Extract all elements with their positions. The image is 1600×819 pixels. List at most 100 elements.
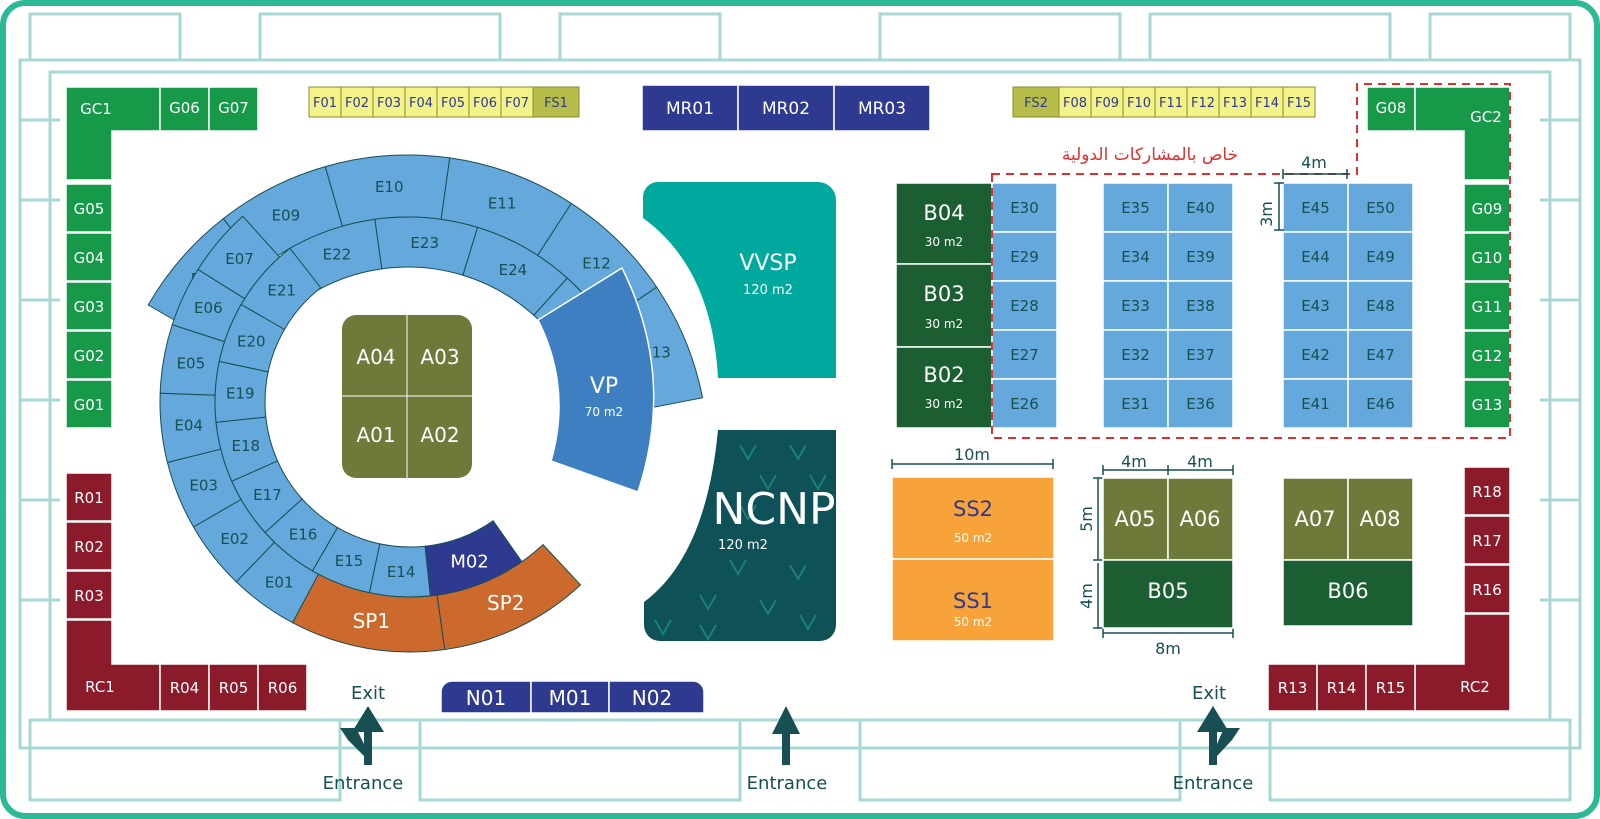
booth-e46[interactable] [1347,378,1414,429]
booth-gc2[interactable] [1414,86,1511,181]
booth-f15[interactable] [1282,86,1316,118]
booth-r02[interactable] [65,521,113,571]
booth-vvsp[interactable] [643,182,836,378]
booth-ss2[interactable] [891,476,1055,560]
booth-ncnp[interactable] [644,430,836,641]
booth-e30[interactable] [991,182,1058,233]
booth-n02[interactable] [608,680,705,714]
booth-g06[interactable] [159,86,210,132]
label-g08: G08 [1376,99,1407,117]
booth-mr02[interactable] [737,84,835,132]
label-sp2: SP2 [487,591,524,615]
booth-sp1[interactable] [291,573,446,653]
booth-e16[interactable] [264,498,339,572]
exit-arrow-icon[interactable] [1197,706,1240,765]
label-g03: G03 [74,298,105,316]
label-g07: G07 [218,99,249,117]
booth-e29[interactable] [991,231,1058,282]
booth-f06[interactable] [468,86,502,118]
booth-g02[interactable] [65,330,113,380]
booth-r05[interactable] [208,663,259,712]
booth-a05[interactable] [1102,477,1169,561]
booth-f13[interactable] [1218,86,1252,118]
booth-f08[interactable] [1058,86,1092,118]
booth-f03[interactable] [372,86,406,118]
label-f14: F14 [1255,96,1279,111]
booth-e18[interactable] [215,416,279,482]
booth-r15[interactable] [1365,663,1416,712]
label-g01: G01 [74,396,105,414]
dim-10m: 10m [954,445,990,464]
booth-r17[interactable] [1463,515,1511,565]
booth-g12[interactable] [1463,330,1511,380]
area-b03: 30 m2 [925,317,963,331]
booth-e35[interactable] [1102,182,1169,233]
booth-mr03[interactable] [833,84,931,132]
booth-e19[interactable] [214,360,269,423]
booth-e39[interactable] [1167,231,1234,282]
booth-f07[interactable] [500,86,534,118]
booth-f01[interactable] [308,86,342,118]
booth-f09[interactable] [1090,86,1124,118]
booth-e47[interactable] [1347,329,1414,380]
entrance-arrow-icon[interactable] [772,706,800,765]
booth-e26[interactable] [991,378,1058,429]
booth-e37[interactable] [1167,329,1234,380]
label-e31: E31 [1121,395,1150,413]
booth-b06[interactable] [1282,559,1414,627]
booth-ss1[interactable] [891,558,1055,642]
booth-g03[interactable] [65,281,113,331]
booth-b03[interactable] [895,263,993,348]
booth-g07[interactable] [208,86,259,132]
booth-n01[interactable] [440,680,532,714]
booth-e31[interactable] [1102,378,1169,429]
booth-vp[interactable] [537,266,655,493]
booth-r01[interactable] [65,472,113,522]
booth-e36[interactable] [1167,378,1234,429]
booth-sp2[interactable] [436,543,582,651]
booth-b05[interactable] [1102,559,1234,629]
label-e18: E18 [232,437,261,455]
booth-g05[interactable] [65,183,113,233]
label-e28: E28 [1010,297,1039,315]
booth-e27[interactable] [991,329,1058,380]
booth-f10[interactable] [1122,86,1156,118]
booth-a07[interactable] [1282,477,1349,561]
booth-fs1[interactable] [532,86,580,118]
booth-f02[interactable] [340,86,374,118]
booth-f12[interactable] [1186,86,1220,118]
booth-e28[interactable] [991,280,1058,331]
booth-g01[interactable] [65,379,113,429]
label-e33: E33 [1121,297,1150,315]
booth-b04[interactable] [895,182,993,265]
label-e15: E15 [335,552,364,570]
booth-b02[interactable] [895,346,993,429]
booth-e41[interactable] [1282,378,1349,429]
booth-m01[interactable] [530,680,610,714]
red-left: R01 R02 R03 RC1 R04 R05 R06 [65,472,308,712]
booth-e44[interactable] [1282,231,1349,282]
booth-r03[interactable] [65,570,113,620]
booth-e20[interactable] [218,303,286,373]
booth-g13[interactable] [1463,379,1511,429]
booth-r16[interactable] [1463,564,1511,614]
label-a02: A02 [420,423,459,447]
dimension-labels: 4m 3m 10m 4m 4m 5m 4m 8m [954,153,1327,658]
booth-r18[interactable] [1463,466,1511,516]
booth-e21[interactable] [240,247,322,331]
booth-e45[interactable] [1282,182,1349,233]
exit-arrow-icon[interactable] [340,706,384,765]
booth-r04[interactable] [159,663,210,712]
booth-a06[interactable] [1167,477,1234,561]
booth-e42[interactable] [1282,329,1349,380]
booth-r06[interactable] [257,663,308,712]
area-b04: 30 m2 [925,235,963,249]
exit-label-right: Exit [1192,683,1226,704]
booth-g04[interactable] [65,232,113,282]
booth-e38[interactable] [1167,280,1234,331]
booth-g10[interactable] [1463,232,1511,282]
booth-f14[interactable] [1250,86,1284,118]
booth-mr01[interactable] [641,84,739,132]
label-e05: E05 [177,355,206,373]
booth-r14[interactable] [1316,663,1367,712]
